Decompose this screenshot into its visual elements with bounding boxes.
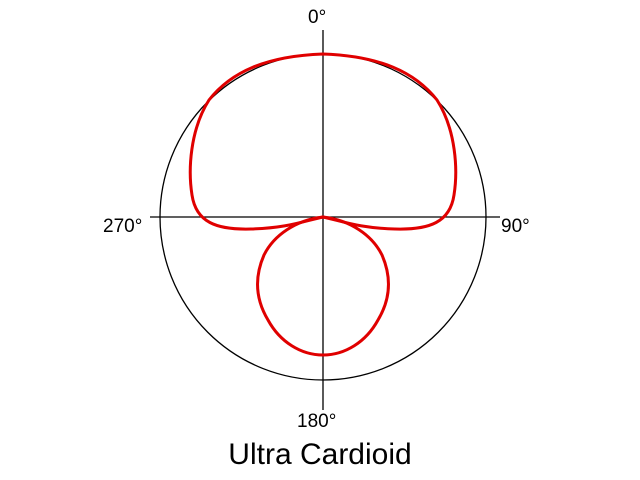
chart-title: Ultra Cardioid xyxy=(228,438,412,471)
angle-label-90: 90° xyxy=(501,216,530,237)
angle-label-270: 270° xyxy=(103,216,143,237)
front-lobe-curve xyxy=(188,52,458,231)
rear-lobe-curve xyxy=(256,215,390,357)
angle-label-180: 180° xyxy=(297,411,337,432)
angle-label-0: 0° xyxy=(308,7,327,28)
